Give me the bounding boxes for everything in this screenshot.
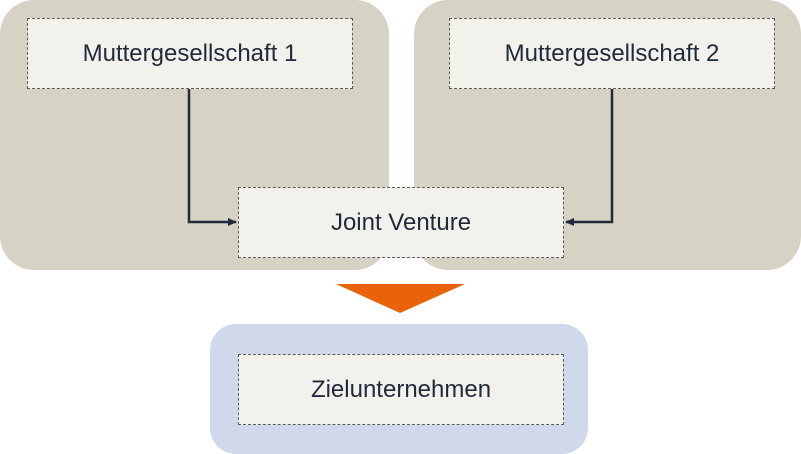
node-label: Muttergesellschaft 1 <box>82 39 298 67</box>
node-label: Zielunternehmen <box>310 375 492 403</box>
node-joint-venture: Joint Venture <box>238 187 564 258</box>
node-parent-company-2: Muttergesellschaft 2 <box>449 18 775 89</box>
node-target-company: Zielunternehmen <box>238 354 564 425</box>
node-label: Muttergesellschaft 2 <box>504 39 720 67</box>
node-label: Joint Venture <box>330 208 472 236</box>
node-parent-company-1: Muttergesellschaft 1 <box>27 18 353 89</box>
down-arrow-icon <box>336 284 465 313</box>
